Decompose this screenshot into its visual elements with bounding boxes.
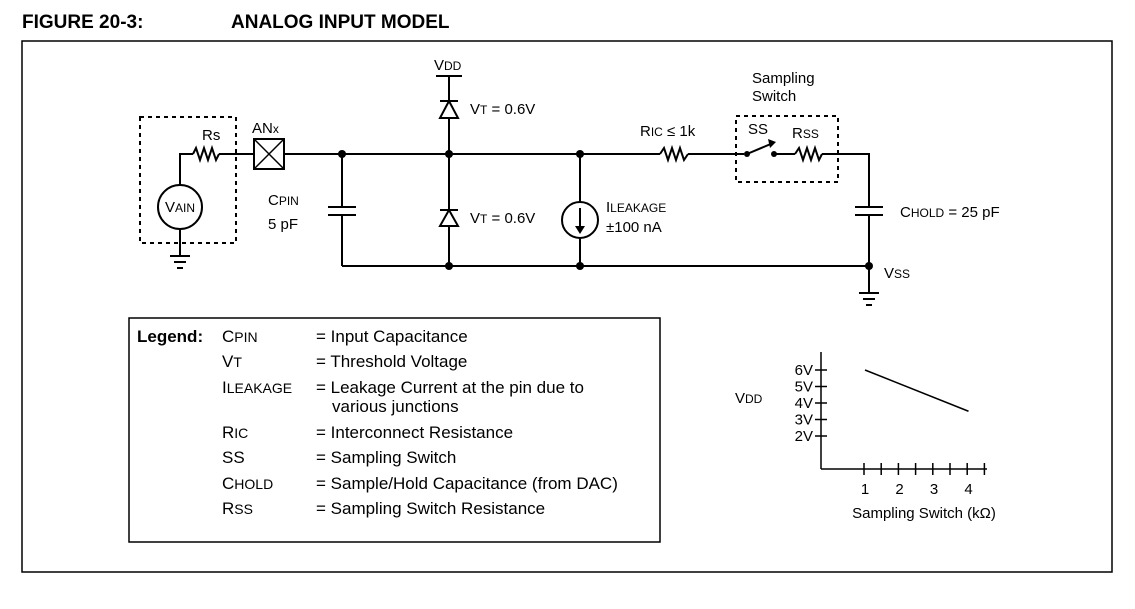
- vain-label: VAIN: [165, 199, 195, 216]
- ric-resistor: [659, 144, 689, 164]
- legend-description: = Input Capacitance: [316, 327, 468, 346]
- source-dashed-box: [139, 116, 237, 244]
- cpin-label: CPIN: [268, 192, 299, 209]
- figure-caption: ANALOG INPUT MODEL: [231, 12, 450, 33]
- vt-top-label: VT = 0.6V: [470, 101, 535, 118]
- legend-description: = Sampling Switch: [316, 448, 456, 467]
- ileakage-value: ±100 nA: [606, 219, 662, 236]
- chart-series-line: [864, 369, 969, 412]
- ric-label: RIC ≤ 1k: [640, 123, 696, 140]
- legend-symbol: RSS: [222, 499, 253, 518]
- chart-y-tick-label: 4V: [795, 395, 813, 412]
- sampling-switch-dashed-box: [735, 115, 839, 183]
- switch-arrow: [768, 139, 776, 148]
- legend-description: = Threshold Voltage: [316, 352, 467, 371]
- legend-box: [128, 317, 661, 543]
- figure-frame: [21, 40, 1113, 573]
- legend-symbol: CPIN: [222, 327, 258, 346]
- diode-top-symbol: [438, 98, 460, 119]
- chart-x-tick-label: 4: [964, 481, 972, 498]
- legend-symbol: CHOLD: [222, 474, 273, 493]
- chart-y-tick-label: 3V: [795, 412, 813, 429]
- junction-dots: [338, 150, 873, 270]
- chold-label: CHOLD = 25 pF: [900, 204, 1000, 221]
- sampling-switch-label-1: Sampling: [752, 70, 815, 87]
- figure-number: FIGURE 20-3:: [22, 12, 144, 33]
- switch-blade: [746, 142, 774, 155]
- ileakage-arrow-head: [575, 226, 585, 234]
- rs-resistor: [192, 144, 220, 164]
- rss-resistor: [794, 144, 823, 164]
- figure-title: FIGURE 20-3: ANALOG INPUT MODEL: [22, 12, 450, 34]
- legend-symbol: VT: [222, 352, 242, 371]
- legend-description-cont: various junctions: [332, 397, 459, 416]
- chart-x-tick-label: 2: [895, 481, 903, 498]
- cpin-value: 5 pF: [268, 216, 298, 233]
- vss-ground-symbol: [859, 292, 879, 306]
- chart-x-tick-label: 3: [930, 481, 938, 498]
- ss-label: SS: [748, 121, 768, 138]
- vss-label: VSS: [884, 265, 910, 282]
- legend-title: Legend:: [137, 327, 203, 346]
- legend-symbol: SS: [222, 448, 245, 467]
- chart-x-label: Sampling Switch (kΩ): [852, 505, 996, 522]
- legend-description: = Leakage Current at the pin due to: [316, 378, 584, 397]
- rs-label: Rs: [202, 127, 220, 144]
- sampling-switch-label-2: Switch: [752, 88, 796, 105]
- legend-symbol: ILEAKAGE: [222, 378, 292, 397]
- chart-x-tick-label: 1: [861, 481, 869, 498]
- legend-description: = Interconnect Resistance: [316, 423, 513, 442]
- vt-bottom-label: VT = 0.6V: [470, 210, 535, 227]
- chart-y-tick-label: 5V: [795, 379, 813, 396]
- vdd-label: VDD: [434, 57, 462, 74]
- rss-label: RSS: [792, 125, 819, 142]
- vain-ground-symbol: [170, 255, 190, 269]
- ileakage-label: ILEAKAGE: [606, 199, 666, 216]
- chart-y-label: VDD: [735, 390, 763, 407]
- legend-description: = Sampling Switch Resistance: [316, 499, 545, 518]
- diode-bottom-symbol: [438, 207, 460, 227]
- vain-wire: [179, 153, 193, 185]
- anx-pin-cross-2: [253, 138, 285, 170]
- chart-y-tick-label: 2V: [795, 428, 813, 445]
- chart-y-tick-label: 6V: [795, 362, 813, 379]
- legend-description: = Sample/Hold Capacitance (from DAC): [316, 474, 618, 493]
- chold-wire-top: [822, 153, 870, 207]
- anx-label: ANx: [252, 120, 279, 137]
- legend-symbol: RIC: [222, 423, 248, 442]
